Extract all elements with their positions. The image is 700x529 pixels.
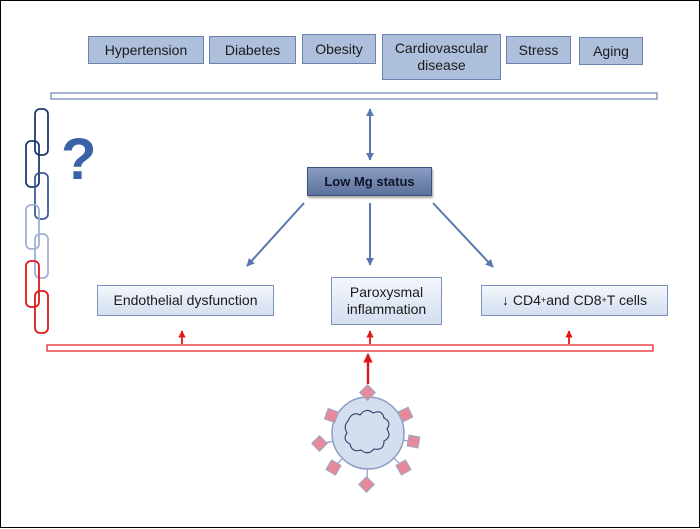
question-mark: ?	[61, 127, 97, 192]
t-cells-sup-2: +	[601, 295, 607, 305]
factor-hypertension: Hypertension	[88, 36, 204, 64]
risk-factor-divider	[50, 92, 658, 100]
effect-endothelial-dysfunction: Endothelial dysfunction	[97, 285, 274, 316]
t-cells-label-prefix: ↓ CD4	[502, 292, 541, 308]
arrow-to-tcells	[432, 202, 494, 268]
t-cells-sup-1: +	[540, 295, 547, 305]
arrow-to-endothelial	[246, 202, 305, 267]
t-cells-label-suffix: T cells	[606, 292, 647, 308]
low-mg-status-box: Low Mg status	[307, 167, 432, 196]
factor-aging: Aging	[579, 37, 643, 65]
factor-cardiovascular-disease: Cardiovascular disease	[382, 34, 501, 80]
effect-paroxysmal-inflammation: Paroxysmal inflammation	[331, 277, 442, 325]
infection-divider	[46, 344, 654, 352]
chain-link-icon	[25, 108, 49, 334]
factor-stress: Stress	[506, 36, 571, 64]
effect-t-cells: ↓ CD4+ and CD8+ T cells	[481, 285, 668, 316]
factor-obesity: Obesity	[302, 34, 376, 64]
t-cells-label-mid: and CD8	[546, 292, 602, 308]
virus-icon	[311, 384, 421, 493]
factor-diabetes: Diabetes	[209, 36, 296, 64]
